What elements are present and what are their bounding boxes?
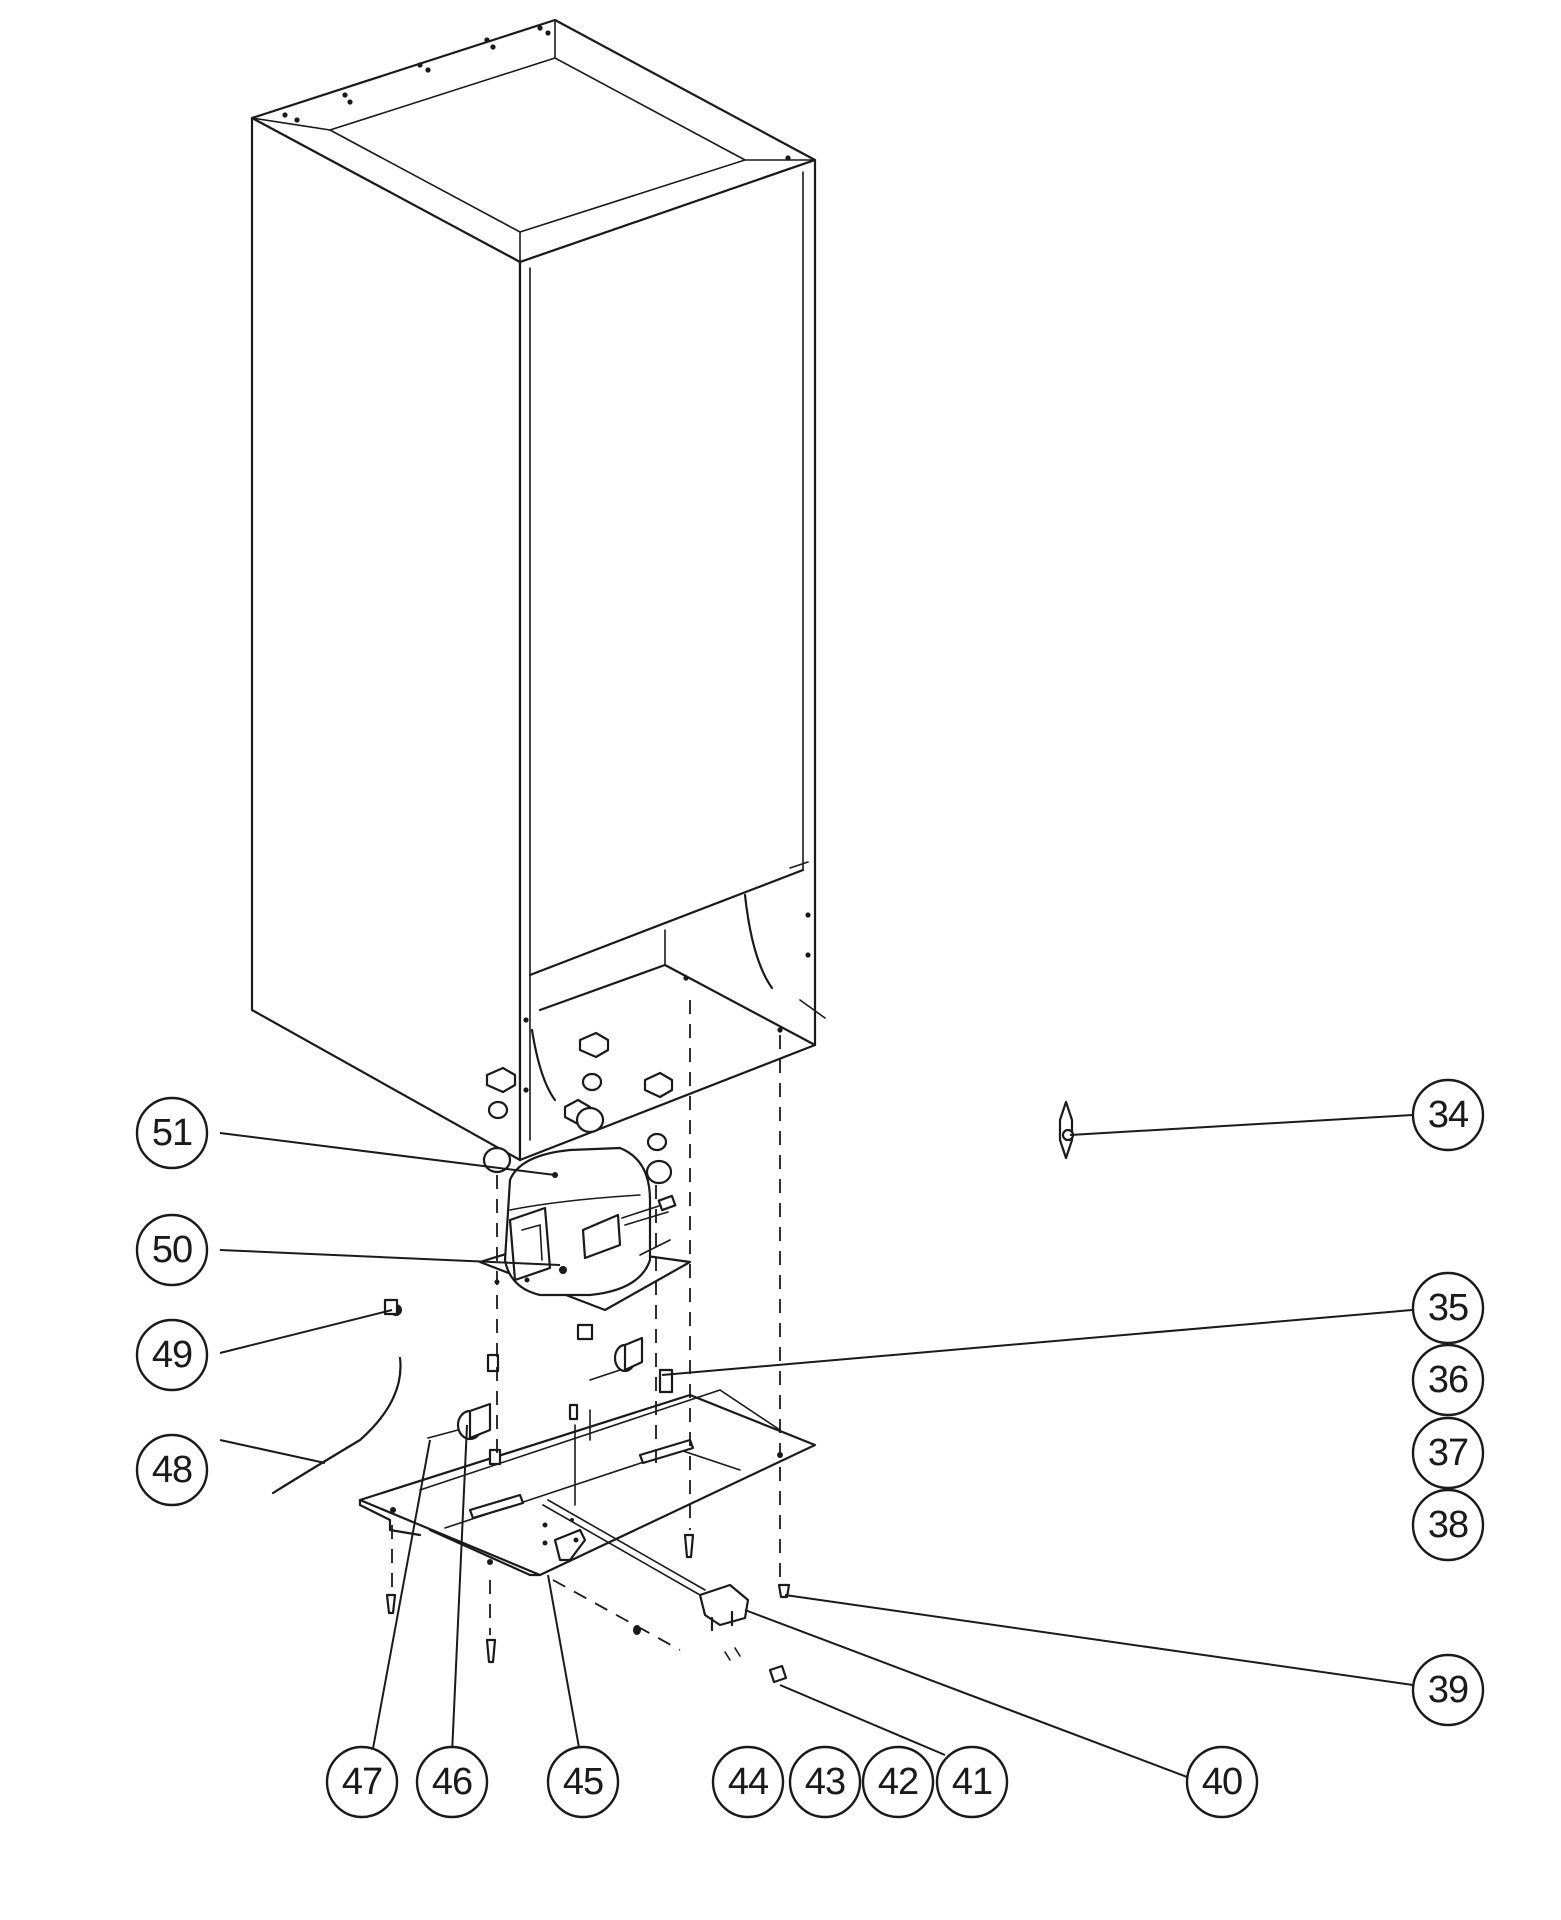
callout-51: 51 [135,1096,209,1170]
callout-label-38: 38 [1428,1504,1468,1546]
callout-42: 42 [861,1745,935,1819]
callout-36: 36 [1411,1343,1485,1417]
callout-label-36: 36 [1428,1359,1468,1401]
callout-label-48: 48 [152,1449,192,1491]
compressor [478,1031,692,1312]
callout-38: 38 [1411,1488,1485,1562]
callout-40: 40 [1185,1745,1259,1819]
callout-label-35: 35 [1428,1287,1468,1329]
callout-label-51: 51 [152,1112,192,1154]
callout-34: 34 [1411,1078,1485,1152]
callouts: 34 35 36 37 38 39 40 41 [135,1078,1485,1819]
callout-label-46: 46 [432,1761,472,1803]
callout-label-40: 40 [1202,1761,1242,1803]
callout-41: 41 [935,1745,1009,1819]
callout-label-42: 42 [878,1761,918,1803]
callout-label-34: 34 [1428,1094,1469,1136]
mounting-screws [385,1533,791,1684]
power-plug [542,1499,750,1661]
callout-label-44: 44 [728,1761,769,1803]
callout-label-39: 39 [1428,1669,1468,1711]
callout-35: 35 [1411,1271,1485,1345]
assembly-guides [391,1000,781,1651]
callout-label-41: 41 [952,1761,992,1803]
callout-label-37: 37 [1428,1432,1468,1474]
callout-47: 47 [325,1745,399,1819]
callout-44: 44 [711,1745,785,1819]
callout-label-47: 47 [342,1761,382,1803]
callout-46: 46 [415,1745,489,1819]
callout-label-43: 43 [805,1761,845,1803]
callout-45: 45 [546,1745,620,1819]
callout-49: 49 [135,1318,209,1392]
callout-50: 50 [135,1213,209,1287]
cabinet [250,18,826,1162]
callout-label-49: 49 [152,1334,192,1376]
callout-48: 48 [135,1433,209,1507]
callout-39: 39 [1411,1653,1485,1727]
leader-lines [219,1114,1414,1781]
callout-43: 43 [788,1745,862,1819]
part-34-sensor [1058,1100,1075,1160]
callout-37: 37 [1411,1416,1485,1490]
callout-label-50: 50 [152,1229,192,1271]
base-plate [271,1298,817,1577]
callout-label-45: 45 [563,1761,603,1803]
